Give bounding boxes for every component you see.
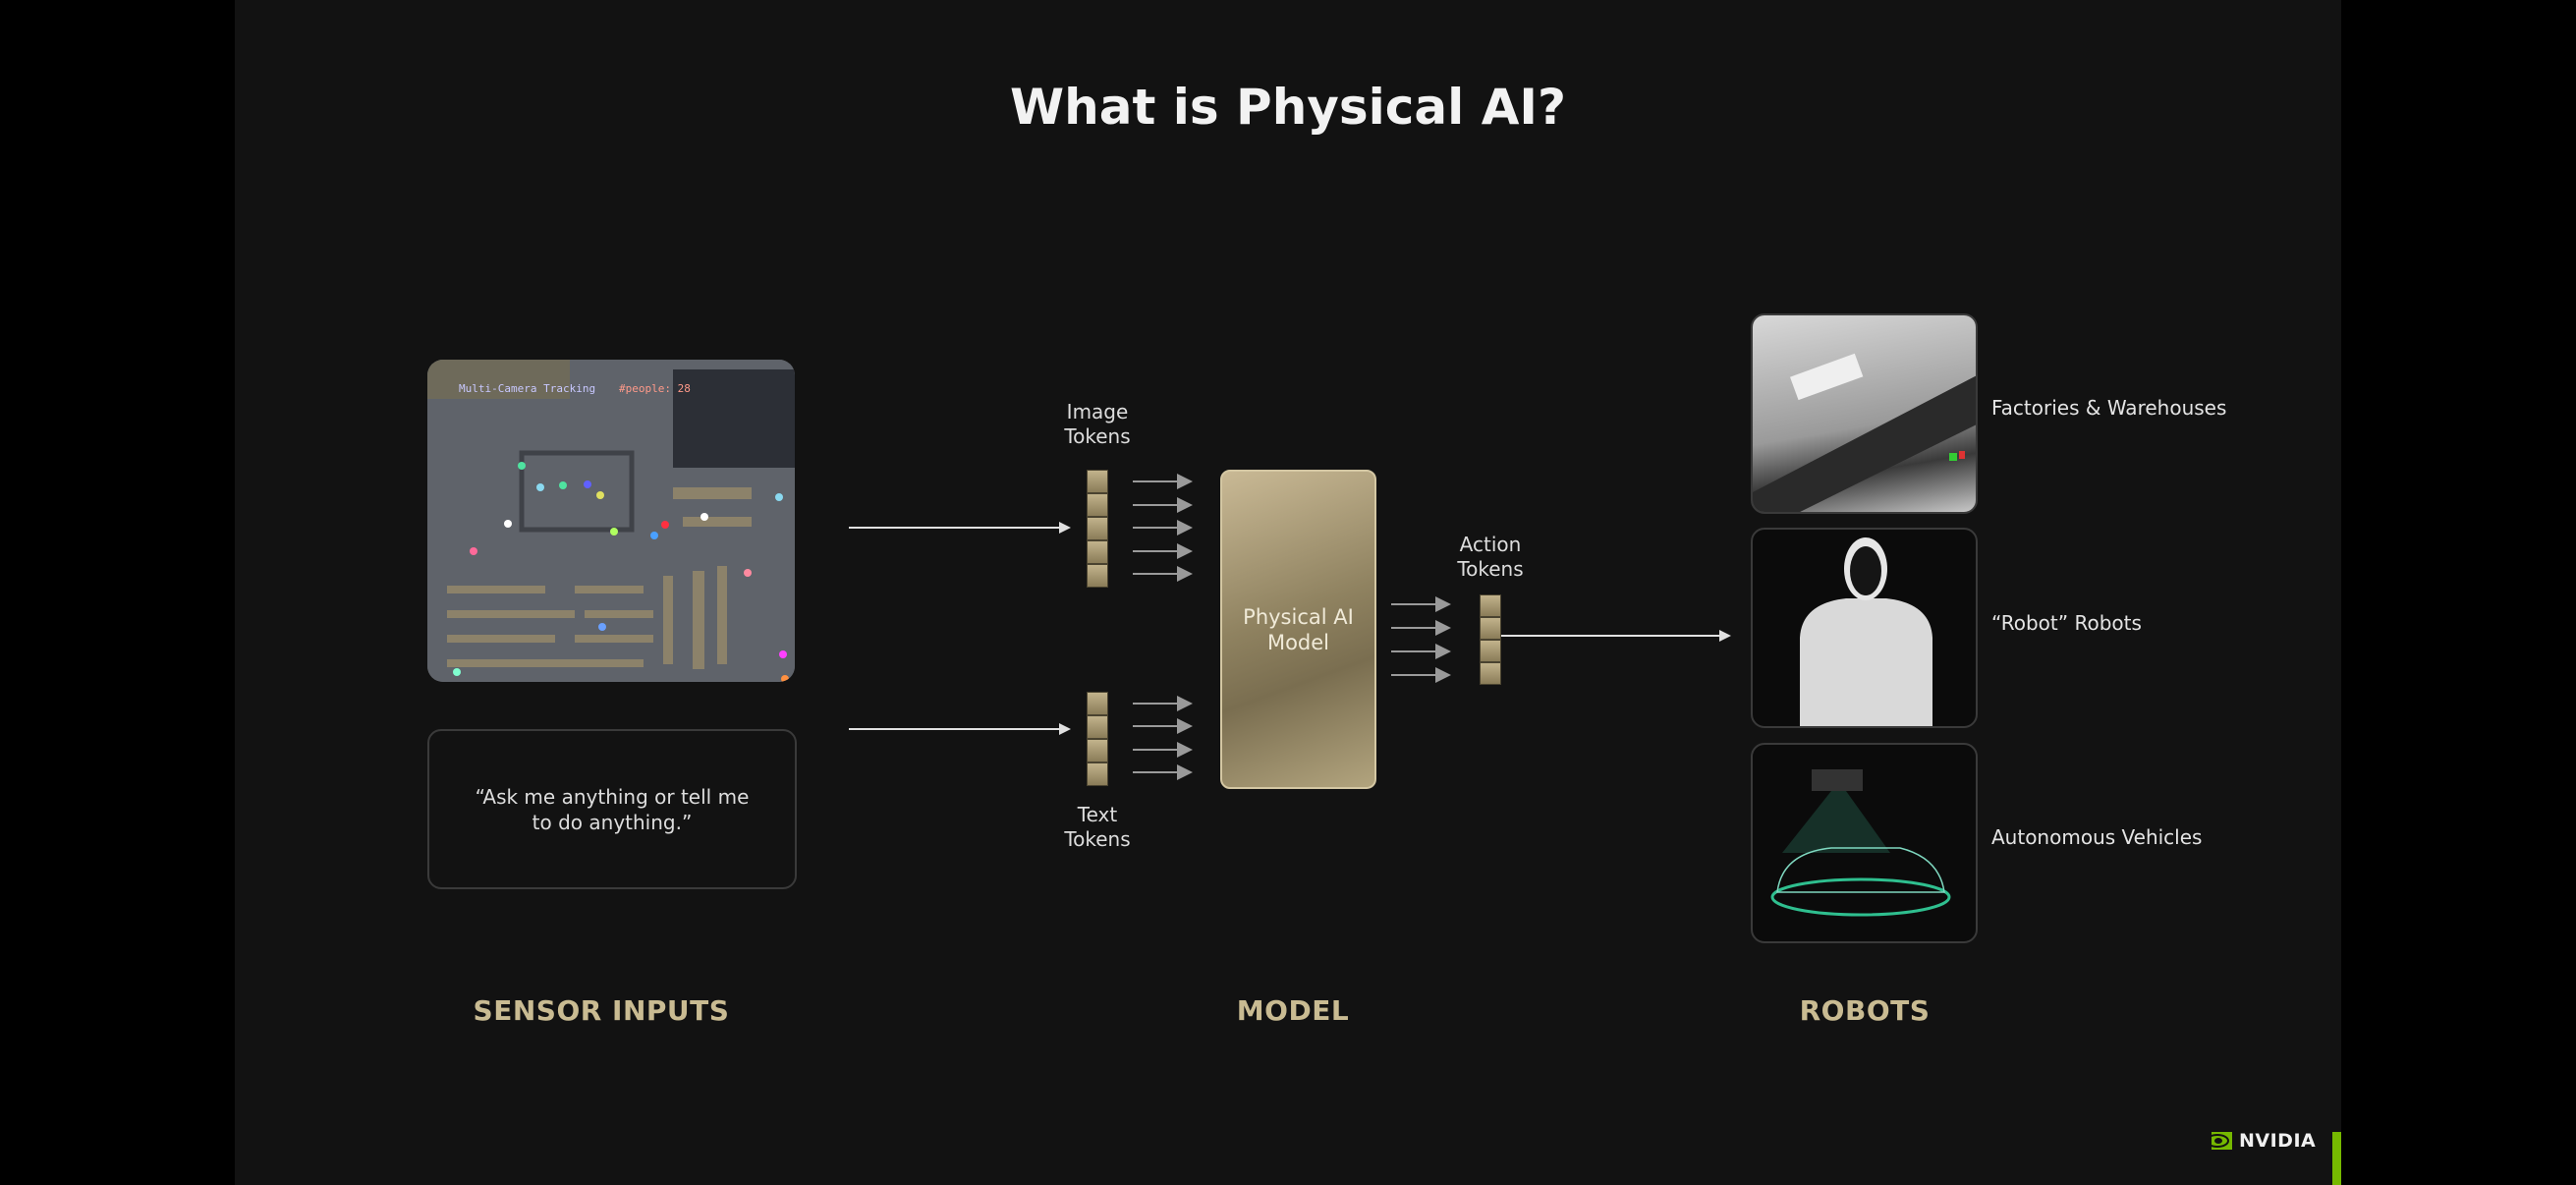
model-to-action-arrows [1391, 596, 1451, 683]
overlay-people-count: #people: 28 [619, 382, 691, 395]
action-tokens-line2: Tokens [1457, 557, 1524, 581]
image-tokens-line1: Image [1066, 400, 1129, 423]
text-prompt-box: “Ask me anything or tell me to do anythi… [427, 729, 797, 889]
nvidia-eye-icon [2206, 1132, 2232, 1150]
action-token-stack [1480, 594, 1501, 685]
arrowhead-icon [1719, 630, 1731, 642]
text-token [1087, 762, 1108, 786]
image-tokens-line2: Tokens [1064, 424, 1131, 448]
text-token [1087, 739, 1108, 762]
factory-graphic [1753, 353, 1976, 512]
image-token [1087, 493, 1108, 517]
image-tokens-label: Image Tokens [1038, 400, 1156, 449]
image-token [1087, 470, 1108, 493]
text-token [1087, 715, 1108, 739]
nvidia-logo: NVIDIA [2206, 1130, 2316, 1152]
image-token-stack [1087, 470, 1108, 588]
robot-label-av: Autonomous Vehicles [1991, 825, 2203, 849]
model-label-line1: Physical AI [1243, 604, 1354, 629]
arrowhead-icon [1059, 723, 1071, 735]
image-token [1087, 517, 1108, 540]
text-prompt-line1: “Ask me anything or tell me [475, 784, 750, 809]
token-to-model-arrows [1133, 474, 1193, 780]
section-robots: ROBOTS [1799, 994, 1931, 1027]
humanoid-robot-image [1751, 528, 1978, 728]
nvidia-green-accent-bar [2332, 1132, 2341, 1185]
overlay-title: Multi-Camera Tracking [459, 382, 595, 395]
physical-ai-model-block: Physical AI Model [1220, 470, 1376, 789]
text-tokens-line1: Text [1077, 803, 1118, 826]
image-token [1087, 564, 1108, 588]
text-tokens-label: Text Tokens [1038, 803, 1156, 852]
section-model: MODEL [1236, 994, 1350, 1027]
humanoid-robot-graphic [1800, 537, 1932, 726]
text-token-stack [1087, 692, 1108, 786]
action-token [1480, 617, 1501, 640]
image-token [1087, 540, 1108, 564]
action-to-robots-arrow [1501, 635, 1725, 637]
slide-title: What is Physical AI? [1009, 79, 1567, 136]
nvidia-wordmark: NVIDIA [2239, 1130, 2317, 1152]
warehouse-aerial-graphic: Multi-Camera Tracking #people: 28 [427, 360, 795, 682]
autonomous-vehicle-image [1751, 743, 1978, 943]
text-tokens-line2: Tokens [1064, 827, 1131, 851]
robot-label-humanoid: “Robot” Robots [1991, 611, 2142, 635]
arrowhead-icon [1059, 522, 1071, 534]
text-token [1087, 692, 1108, 715]
text-input-arrow [849, 728, 1059, 730]
section-sensor-inputs: SENSOR INPUTS [473, 994, 730, 1027]
action-token [1480, 662, 1501, 685]
action-token [1480, 640, 1501, 662]
robot-label-factories: Factories & Warehouses [1991, 396, 2227, 420]
factory-image [1751, 313, 1978, 514]
action-tokens-label: Action Tokens [1431, 533, 1549, 582]
text-prompt-line2: to do anything.” [532, 810, 693, 834]
autonomous-vehicle-graphic [1770, 769, 1951, 917]
action-tokens-line1: Action [1459, 533, 1522, 556]
action-token [1480, 594, 1501, 617]
multi-camera-tracking-image: Multi-Camera Tracking #people: 28 [427, 360, 795, 682]
model-label-line2: Model [1266, 630, 1330, 654]
image-input-arrow [849, 527, 1059, 529]
